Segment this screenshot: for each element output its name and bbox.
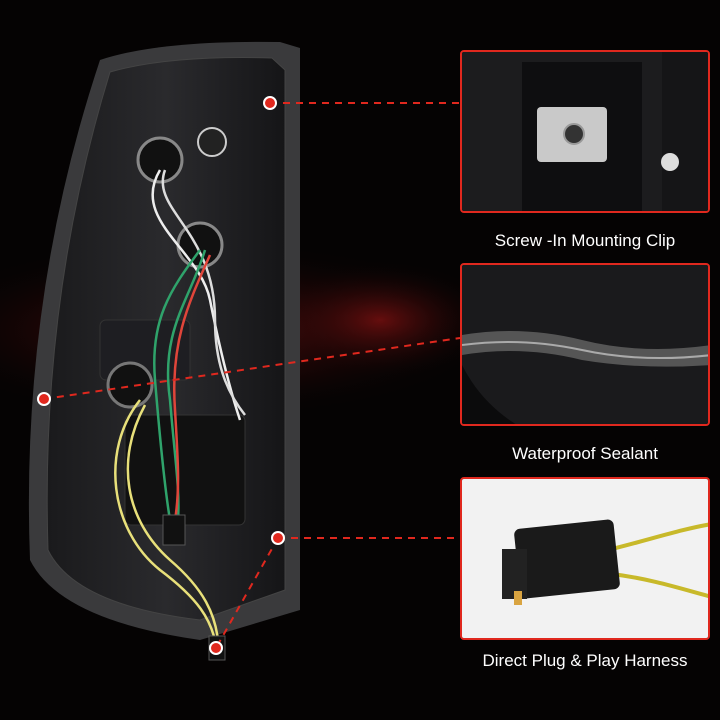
callout-line-sealant [43, 337, 461, 400]
wire-white [151, 169, 242, 421]
harness-plug-photo [462, 479, 708, 638]
mounting-clip-label: Screw -In Mounting Clip [494, 231, 676, 250]
sealant-panel [460, 263, 710, 426]
callout-line-plug [215, 537, 279, 649]
mounting-clip-photo [462, 52, 708, 211]
harness-label: Direct Plug & Play Harness [482, 651, 688, 670]
callout-dot [263, 96, 277, 110]
harness-panel [460, 477, 710, 640]
callout-dot [271, 531, 285, 545]
bulb-socket [197, 127, 227, 157]
wire-red [173, 254, 212, 521]
bulb-socket [136, 136, 184, 184]
wire-yellow [114, 399, 217, 641]
sealant-label: Waterproof Sealant [512, 444, 658, 463]
red-glow-streak [260, 260, 500, 380]
callout-dot [37, 392, 51, 406]
bulb-socket [106, 361, 154, 409]
mounting-clip-panel [460, 50, 710, 213]
wire-white [161, 169, 246, 416]
sealant-photo [462, 265, 708, 424]
callout-dot [209, 641, 223, 655]
bulb-socket [176, 221, 224, 269]
circuit-box [124, 414, 246, 526]
wire-green [153, 249, 202, 521]
harness-connector [162, 514, 186, 546]
wire-yellow [126, 404, 220, 641]
